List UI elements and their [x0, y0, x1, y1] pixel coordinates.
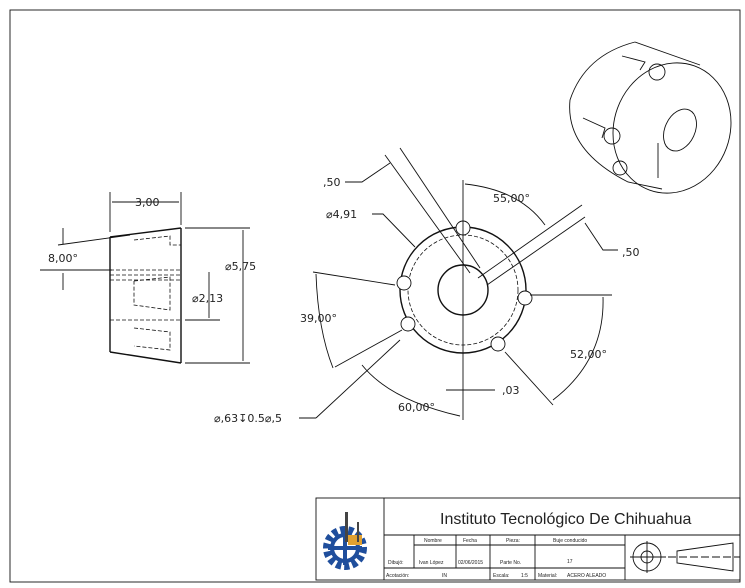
parte-label: Parte No.	[500, 560, 521, 566]
slot-width-2: ,50	[622, 246, 640, 259]
bore-diameter: ⌀2,13	[192, 292, 223, 305]
logo	[323, 512, 367, 570]
sheet-border	[9, 9, 741, 583]
isometric-view	[569, 41, 732, 194]
escala-label: Escala:	[493, 573, 509, 579]
acotacion-value: IN	[442, 573, 447, 579]
pieza-value: Buje conducido	[553, 538, 587, 544]
angle-39: 39,00°	[300, 312, 337, 325]
header-fecha: Fecha	[463, 538, 477, 544]
dibujo-date: 02/06/2015	[458, 560, 483, 566]
material-label: Material:	[538, 573, 557, 579]
header-pieza: Pieza:	[506, 538, 520, 544]
acotacion-label: Acotación:	[386, 573, 409, 579]
escala-value: 1:5	[521, 573, 528, 579]
institution-title: Instituto Tecnológico De Chihuahua	[440, 511, 692, 528]
title-block: Instituto Tecnológico De Chihuahua Nombr…	[315, 497, 741, 581]
material-value: ACERO ALEADO	[567, 573, 606, 579]
pitch-diameter: ⌀4,91	[326, 208, 357, 221]
angle-52: 52,00°	[570, 348, 607, 361]
header-nombre: Nombre	[424, 538, 442, 544]
taper-angle: 8,00°	[48, 252, 78, 265]
parte-value: 17	[567, 559, 573, 565]
projection-symbol	[630, 541, 740, 573]
width-dim: 3,00	[135, 196, 160, 209]
offset: ,03	[502, 384, 520, 397]
dibujo-label: Dibujó:	[388, 560, 404, 566]
angle-60: 60,00°	[398, 401, 435, 414]
side-view: 3,00 8,00° ⌀5,75 ⌀2,13	[40, 192, 256, 364]
outer-diameter: ⌀5,75	[225, 260, 256, 273]
slot-width-1: ,50	[323, 176, 341, 189]
hole-callout: ⌀,63↧0.5⌀,5	[214, 412, 282, 425]
dibujo-name: Ivan López	[419, 560, 444, 566]
angle-55: 55,00°	[493, 192, 530, 205]
front-view: ,50 ⌀4,91 55,00° ,50 39,00° 52,00° 60,00…	[214, 147, 640, 425]
